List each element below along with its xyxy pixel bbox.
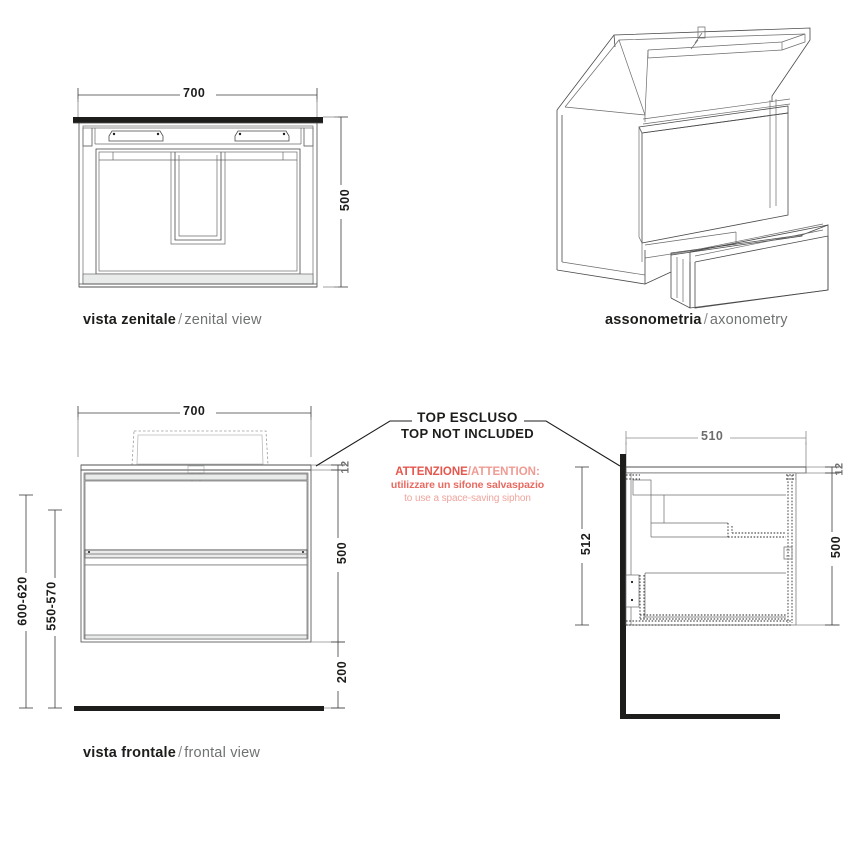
zenital-dim-500-label: 500 [338,188,353,212]
frontal-dim-700 [77,405,312,457]
side-dim-12-label: 12 [833,462,846,476]
side-drawer-upper [650,494,786,538]
frontal-dim-right-stack [311,464,346,709]
caption-separator: / [703,312,708,328]
side-dim-510-label: 510 [701,429,724,443]
axonometry-cabinet [556,26,829,309]
side-runner-marker [783,546,793,560]
attention-label-it: ATTENZIONE [395,466,468,478]
side-carcass [625,472,797,626]
side-bracket-bottom [625,574,640,608]
attention-label-en: ATTENTION: [471,466,540,478]
attention-separator: / [467,466,472,478]
frontal-view-drawing [18,405,346,711]
frontal-dim-600-620 [18,494,34,709]
side-bracket-top [632,479,652,496]
zenital-view-drawing [73,87,349,288]
frontal-drawer-lower [84,557,308,640]
frontal-view: 700 600-620 550-570 12 500 200 vista fro… [0,395,400,795]
side-dim-512 [574,466,590,626]
zenital-back-rail [92,127,304,145]
axonometry-view-drawing [556,26,829,309]
frontal-drawer-upper [84,473,308,551]
frontal-dim-550-570-label: 550-570 [44,581,59,631]
zenital-dim-700-label: 700 [183,86,206,100]
caption-separator: / [178,312,183,328]
frontal-handle-rail-mid [84,549,308,559]
callout-title-en: TOP NOT INCLUDED [401,426,534,441]
zenital-view: 700 500 vista zenitale/zenital view [0,0,400,340]
frontal-dim-550-570 [47,509,63,709]
zenital-dim-500 [323,116,349,288]
zenital-carcass [78,122,318,288]
side-section-view: 510 512 12 500 [560,395,850,795]
attention-warning-block: ATTENZIONE/ATTENTION: utilizzare un sifo… [375,466,560,505]
zenital-dim-700 [77,87,318,118]
attention-text-en: to use a space-saving siphon [404,493,531,504]
frontal-dim-200-label: 200 [335,660,350,684]
zenital-front-rail [79,273,317,288]
frontal-dim-700-label: 700 [183,404,206,418]
axonometry-view-caption: assonometria/axonometry [605,312,788,328]
zenital-view-caption: vista zenitale/zenital view [83,312,262,328]
top-not-included-callout: TOP ESCLUSO TOP NOT INCLUDED [375,410,560,442]
frontal-dim-12-label: 12 [339,460,352,474]
frontal-washbasin-outline [131,430,269,466]
side-dim-500-label: 500 [829,535,844,559]
side-dim-512-label: 512 [579,532,594,556]
frontal-floor-line [74,706,324,711]
frontal-caption-en: frontal view [184,745,261,761]
frontal-dim-500-label: 500 [335,541,350,565]
frontal-dim-600-620-label: 600-620 [15,576,30,626]
attention-text-it: utilizzare un sifone salvaspazio [390,479,545,491]
caption-separator: / [178,745,183,761]
side-top-panel [625,466,807,474]
side-drawer-lower [639,572,786,620]
attention-heading: ATTENZIONE/ATTENTION: [375,466,560,479]
axonometry-caption-it: assonometria [605,312,702,328]
zenital-top-slab [73,117,323,123]
axonometry-caption-en: axonometry [709,312,788,328]
callout-title-it: TOP ESCLUSO [417,410,518,425]
side-section-view-drawing [574,430,840,719]
side-wall-and-floor [620,454,780,719]
axonometry-view: assonometria/axonometry [540,0,850,340]
zenital-caption-it: vista zenitale [83,312,177,328]
zenital-caption-en: zenital view [184,312,262,328]
frontal-caption-it: vista frontale [83,745,177,761]
side-dim-right-stack [796,466,840,626]
frontal-view-caption: vista frontale/frontal view [83,745,260,761]
side-dim-510 [625,430,807,467]
